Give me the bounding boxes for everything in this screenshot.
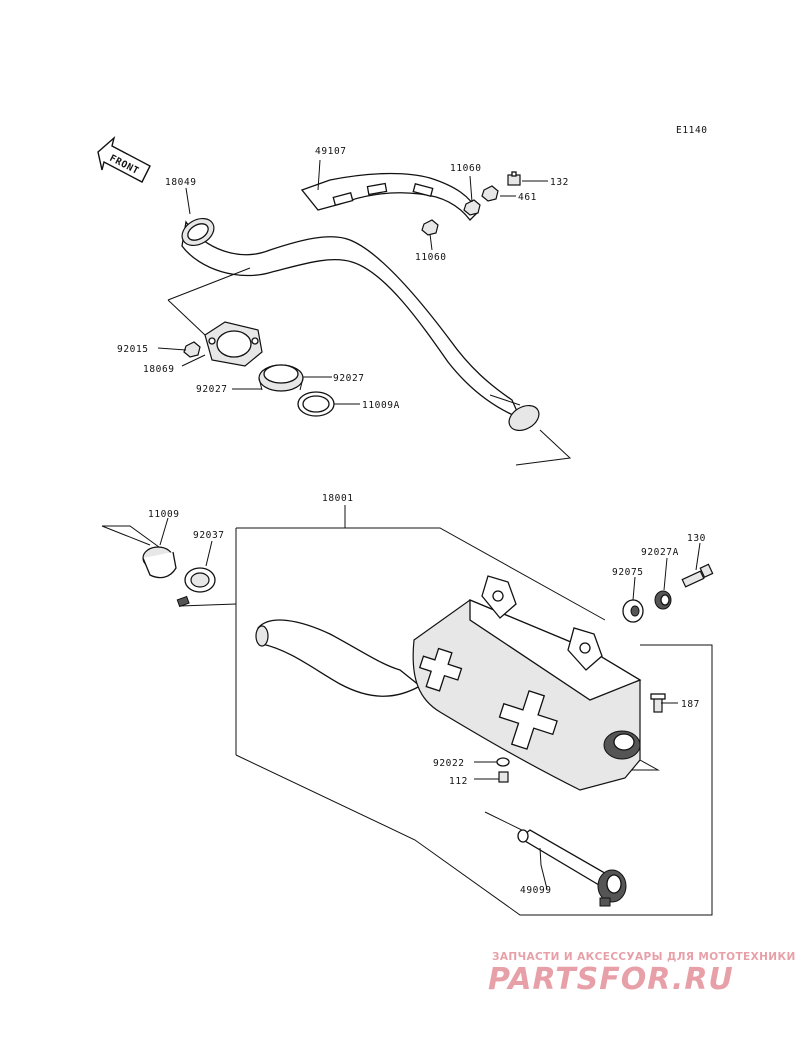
- label-11060-top: 11060: [450, 163, 482, 174]
- nut-92015: [183, 341, 201, 358]
- gasket-11009A: [297, 391, 335, 417]
- label-49099: 49099: [520, 885, 552, 896]
- gasket-11009: [142, 546, 177, 579]
- label-92027A: 92027A: [641, 547, 679, 558]
- diagram-code: E1140: [676, 125, 708, 136]
- exhaust-flange: [204, 321, 263, 367]
- label-11009: 11009: [148, 509, 180, 520]
- nut-11060-bottom: [421, 219, 439, 236]
- bolt-132: [507, 171, 521, 186]
- label-92027-left: 92027: [196, 384, 228, 395]
- label-92015: 92015: [117, 344, 149, 355]
- exhaust-header-pipe: [181, 217, 540, 432]
- label-187: 187: [681, 699, 700, 710]
- label-92075: 92075: [612, 567, 644, 578]
- label-92027-right: 92027: [333, 373, 365, 384]
- label-130: 130: [687, 533, 706, 544]
- label-18049: 18049: [165, 177, 197, 188]
- heat-guard: [300, 172, 479, 221]
- label-11009A: 11009A: [362, 400, 400, 411]
- label-18001: 18001: [322, 493, 354, 504]
- upper-leader-lines: [157, 159, 572, 466]
- label-92022: 92022: [433, 758, 465, 769]
- label-132: 132: [550, 177, 569, 188]
- watermark-tagline: ЗАПЧАСТИ И АКСЕССУАРЫ ДЛЯ МОТОТЕХНИКИ: [492, 951, 796, 963]
- bolt-130: [681, 563, 714, 588]
- nut-11060-top: [463, 199, 481, 216]
- watermark-logo: PARTSFOR.RU: [488, 962, 734, 997]
- collar-92027A: [654, 590, 672, 610]
- bolt-187: [650, 693, 666, 713]
- label-92037: 92037: [193, 530, 225, 541]
- washer-461: [481, 185, 499, 202]
- muffler-inlet-pipe: [255, 619, 422, 697]
- front-arrow-icon: FRONT: [97, 136, 151, 183]
- grommet-92075: [622, 599, 644, 623]
- spark-arrester: [517, 829, 627, 907]
- label-18069: 18069: [143, 364, 175, 375]
- washer-92022: [496, 757, 510, 767]
- muffler-body: [412, 575, 642, 791]
- label-461: 461: [518, 192, 537, 203]
- clamp-92037: [176, 567, 216, 608]
- label-49107: 49107: [315, 146, 347, 157]
- screw-112: [498, 771, 509, 783]
- lower-leader-lines: [159, 517, 701, 890]
- label-112: 112: [449, 776, 468, 787]
- label-11060-bottom: 11060: [415, 252, 447, 263]
- collar-92027: [258, 364, 304, 392]
